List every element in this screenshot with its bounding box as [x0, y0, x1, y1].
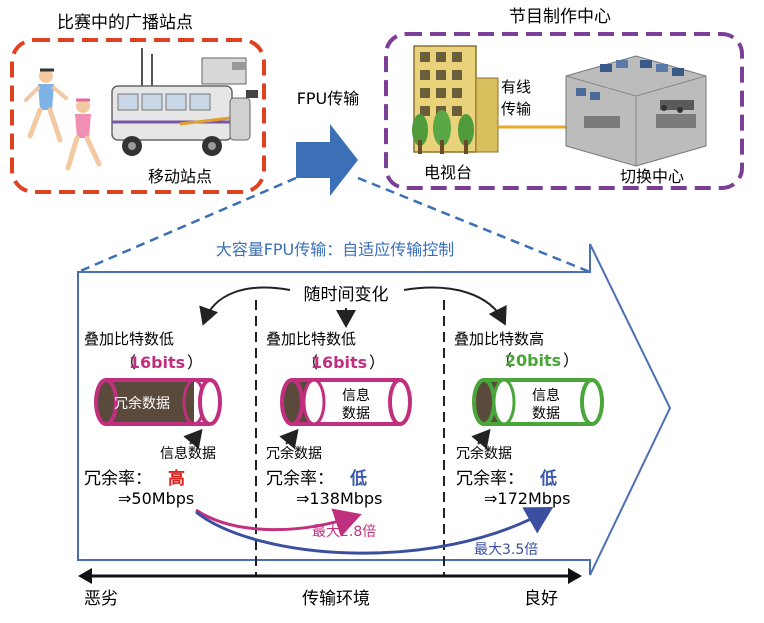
bits-bracket-open-2: （: [302, 353, 318, 372]
info-data-pointer-1: 信息数据: [160, 445, 216, 462]
bits-value-3: 20bits: [505, 351, 561, 370]
throughput-2: ⇒138Mbps: [296, 489, 382, 508]
broadcast-van-icon: [111, 48, 258, 156]
redundancy-data-inside-1: 冗余数据: [114, 395, 170, 412]
cylinder-high-redundancy: [94, 378, 222, 426]
column-good: 叠加比特数高 （ 20bits ） 信息 数据 冗余数据 冗余率： 低 ⇒172…: [454, 330, 604, 508]
redundancy-rate-value-2: 低: [349, 468, 367, 489]
wired-transmission-line2: 传输: [501, 100, 531, 118]
bits-bracket-open-1: （: [120, 353, 136, 372]
column-medium: 叠加比特数低 （ 16bits ） 信息 数据 冗余数据 冗余率： 低 ⇒138…: [266, 330, 412, 508]
time-change-label: 随时间变化: [304, 285, 389, 305]
bits-bracket-open-3: （: [496, 351, 512, 370]
redundancy-rate-label-2: 冗余率：: [266, 469, 334, 489]
tv-station-label: 电视台: [424, 163, 472, 182]
axis-right-arrowhead: [568, 568, 582, 584]
gain-arrow-3-5x: [195, 507, 554, 555]
info-data-inside-3a: 信息: [532, 387, 560, 404]
gain-max-2-8x: 最大2.8倍: [312, 524, 376, 540]
production-center-title: 节目制作中心: [509, 7, 611, 27]
bits-value-2: 16bits: [311, 353, 367, 372]
redundancy-rate-value-1: 高: [168, 468, 185, 489]
fpu-arrow: [296, 124, 358, 196]
axis-label-environment: 传输环境: [302, 589, 370, 609]
cylinder-low-redundancy-16bits: [280, 378, 412, 426]
info-data-inside-3b: 数据: [532, 406, 560, 422]
switching-center-label: 切换中心: [620, 167, 684, 186]
bits-bracket-close-2: ）: [369, 353, 385, 372]
redundancy-data-pointer-3: 冗余数据: [456, 445, 512, 462]
switching-center-icon: [565, 55, 707, 167]
broadcast-site-title: 比赛中的广播站点: [57, 12, 193, 33]
redundancy-rate-value-3: 低: [539, 468, 557, 489]
gain-max-3-5x: 最大3.5倍: [474, 542, 538, 558]
production-center-frame: [384, 32, 744, 190]
axis-left-arrowhead: [78, 568, 92, 584]
throughput-3: ⇒172Mbps: [484, 489, 570, 508]
mobile-station-label: 移动站点: [148, 167, 212, 186]
axis-label-good: 良好: [524, 589, 558, 609]
zoom-line-right: [357, 176, 591, 274]
bits-bracket-close-3: ）: [563, 351, 579, 370]
redundancy-rate-label-3: 冗余率：: [456, 469, 524, 489]
throughput-1: ⇒50Mbps: [118, 489, 194, 508]
redundancy-pointer-arrow-2: [279, 428, 299, 450]
overlay-bits-label-1: 叠加比特数低: [84, 330, 174, 348]
gain-arrow-2-8x: [195, 508, 362, 537]
fpu-transmission-label: FPU传输: [297, 89, 360, 108]
redundancy-pointer-arrow-3: [471, 428, 491, 450]
broadcast-site-frame: [10, 38, 266, 194]
overlay-bits-label-2: 叠加比特数低: [266, 330, 356, 348]
bits-bracket-close-1: ）: [187, 353, 203, 372]
cylinder-low-redundancy-20bits: [472, 378, 604, 426]
wired-transmission-line1: 有线: [501, 78, 531, 96]
info-data-inside-2b: 数据: [342, 406, 370, 422]
time-arrow-right: [403, 286, 507, 326]
bits-value-1: 16bits: [129, 353, 185, 372]
redundancy-rate-label-1: 冗余率：: [84, 469, 152, 489]
time-arrow-left: [199, 286, 291, 326]
info-data-inside-2a: 信息: [342, 387, 370, 404]
tv-building-icon: [412, 45, 499, 154]
column-poor: 叠加比特数低 （ 16bits ） 冗余数据 信息数据 冗余率： 高 ⇒50Mb…: [84, 330, 222, 508]
zoom-line-left: [77, 176, 297, 274]
overlay-bits-label-3: 叠加比特数高: [454, 330, 544, 348]
info-pointer-arrow-1: [183, 428, 203, 450]
panel-title: 大容量FPU传输：自适应传输控制: [216, 240, 455, 259]
runners-icon: [24, 68, 102, 171]
axis-label-poor: 恶劣: [84, 589, 118, 609]
redundancy-data-pointer-2: 冗余数据: [266, 445, 322, 462]
